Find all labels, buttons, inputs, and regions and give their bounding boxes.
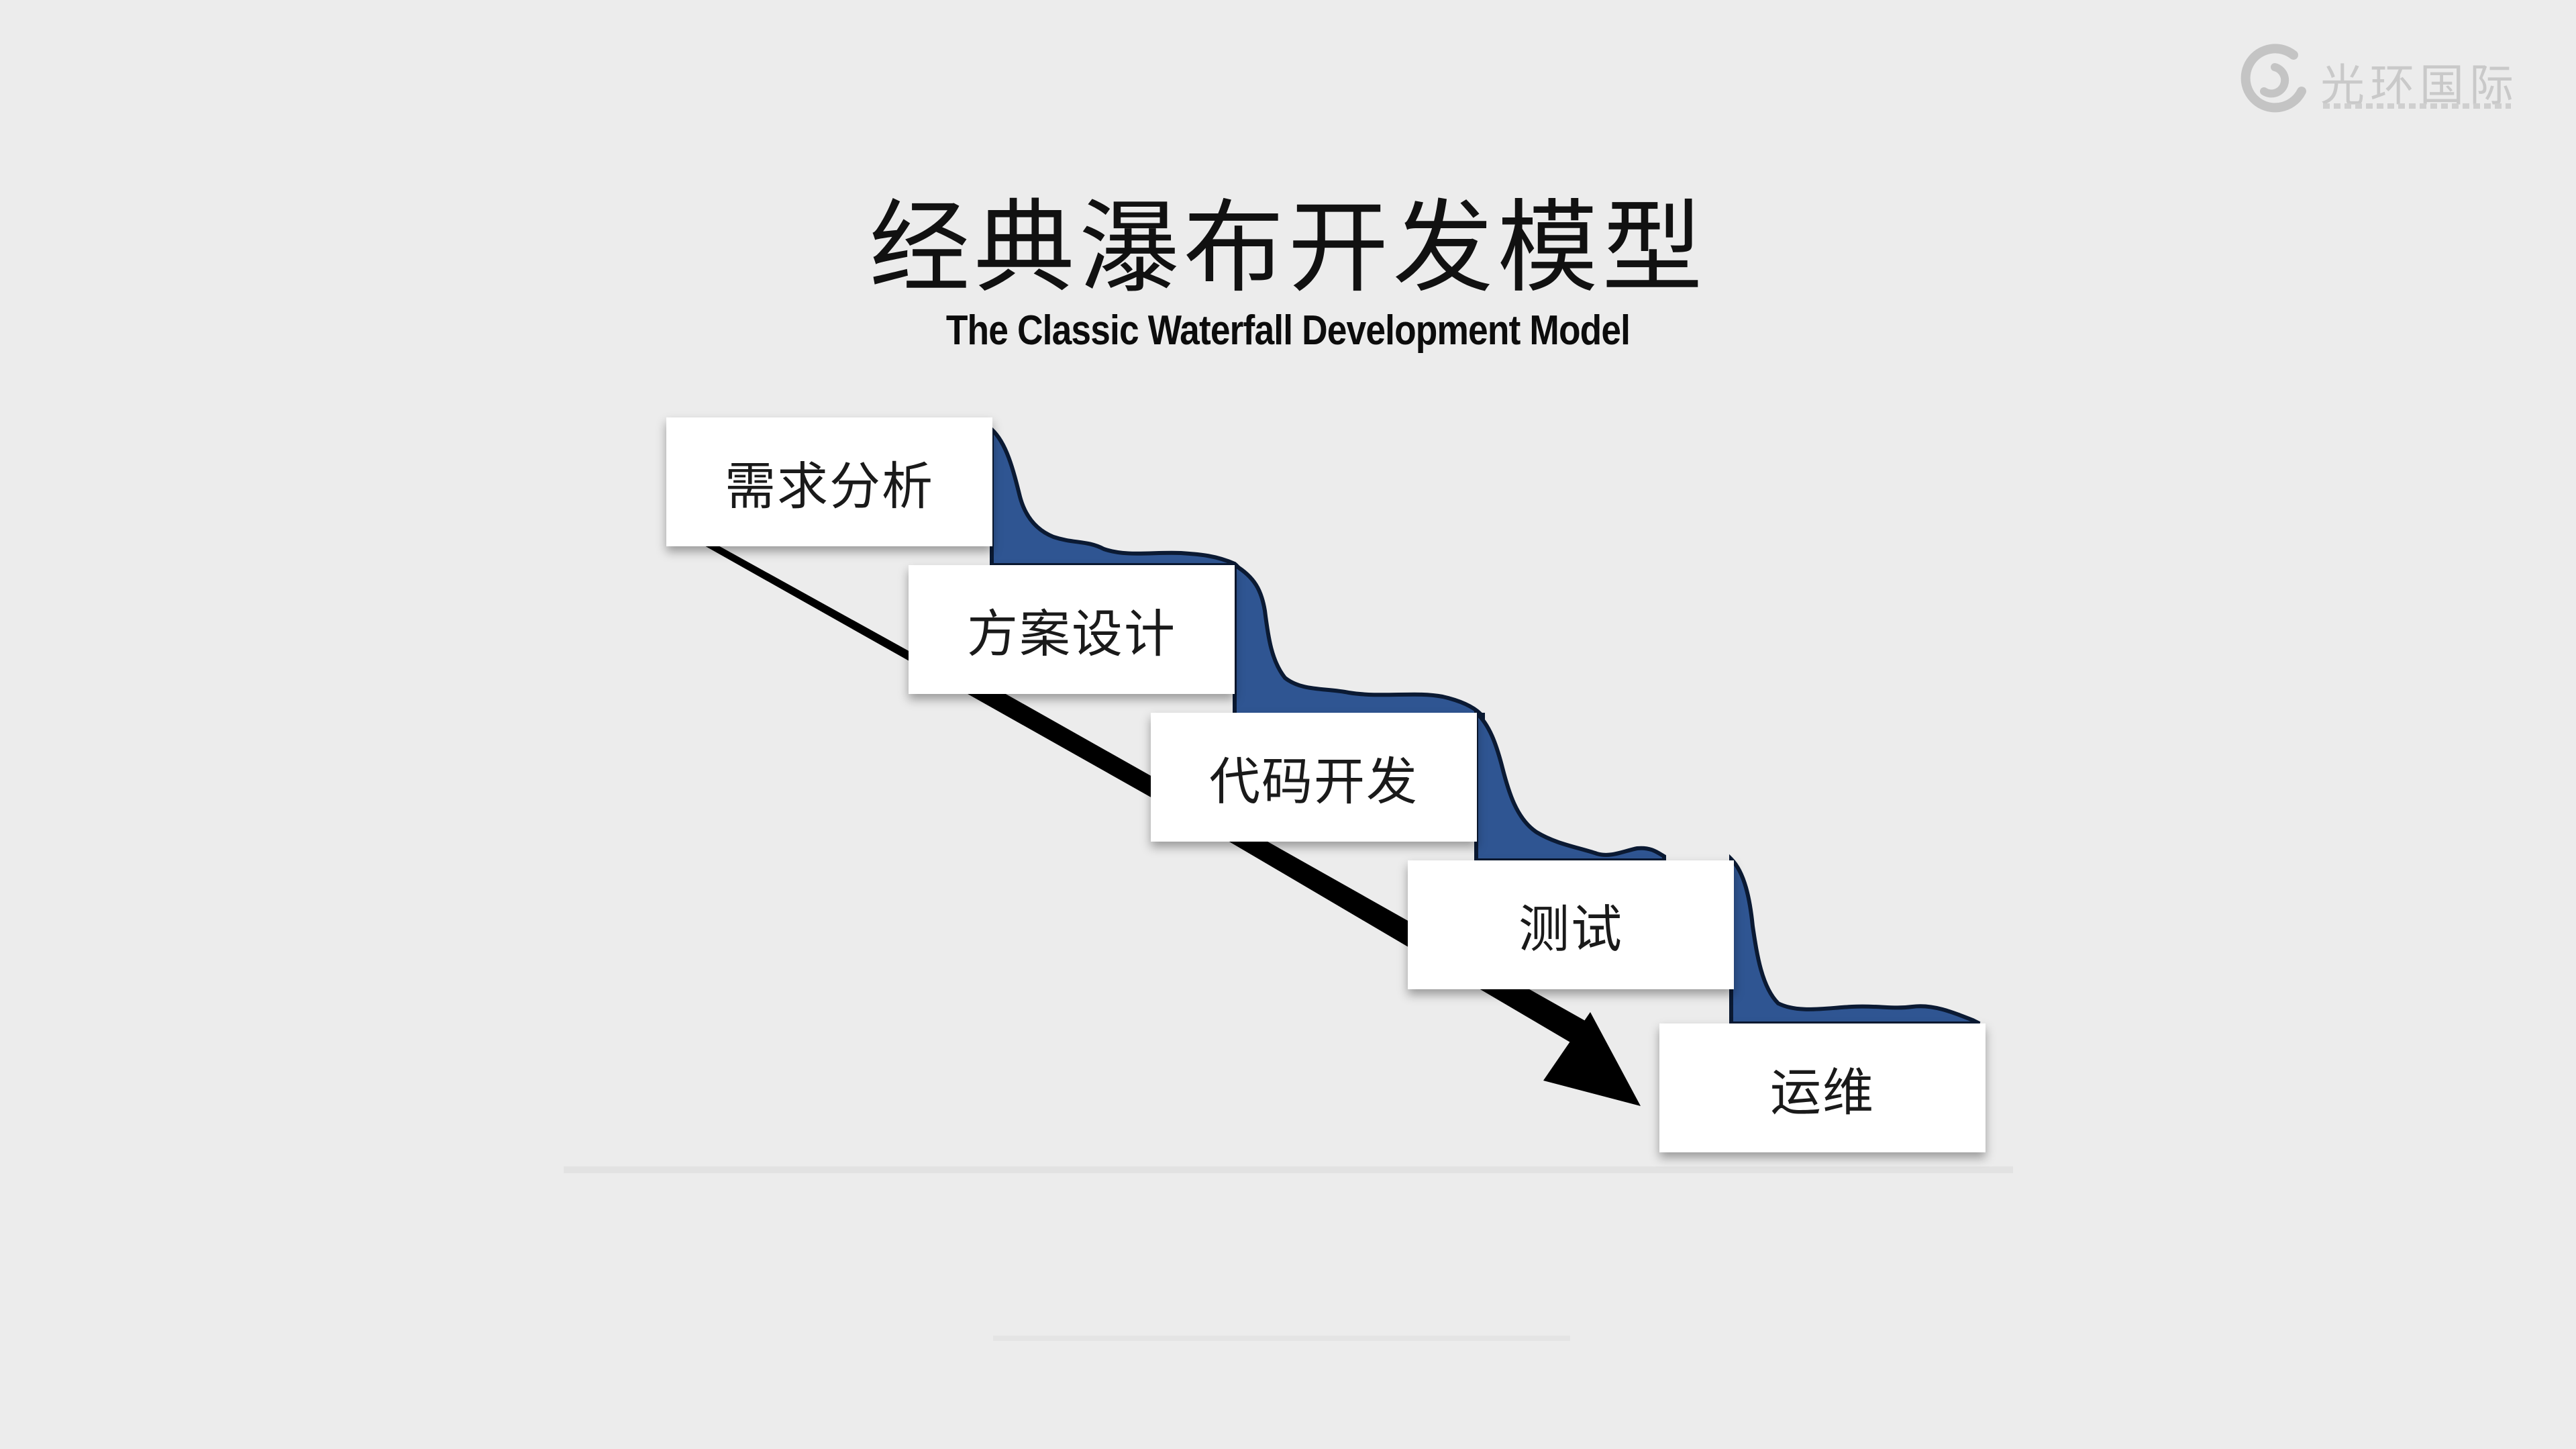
flow-arrow-head [1543,1012,1641,1106]
step-label: 需求分析 [725,456,934,516]
brand-logo: 光环国际 [2234,40,2516,121]
step-label: 测试 [1518,899,1623,959]
swirl-logo-icon [2240,44,2306,113]
step-box-design: 方案设计 [909,565,1235,694]
step-box-operations: 运维 [1659,1023,1986,1152]
title-chinese: 经典瀑布开发模型 [869,190,1707,307]
step-label: 代码开发 [1209,752,1419,811]
step-label: 运维 [1770,1062,1875,1122]
title-english: The Classic Waterfall Development Model [945,307,1631,354]
water-segment-3 [1474,708,1666,862]
step-box-testing: 测试 [1408,860,1734,989]
water-segment-4 [1729,854,1981,1026]
step-box-development: 代码开发 [1151,713,1477,842]
water-segment-2 [1233,561,1485,723]
floor-shadow [564,1166,2013,1173]
step-box-requirements: 需求分析 [666,417,992,546]
brand-logo-text: 光环国际 [2320,60,2519,111]
brand-logo-subline [2323,103,2511,109]
step-label: 方案设计 [967,604,1176,664]
floor-shadow-lower [993,1336,1570,1341]
